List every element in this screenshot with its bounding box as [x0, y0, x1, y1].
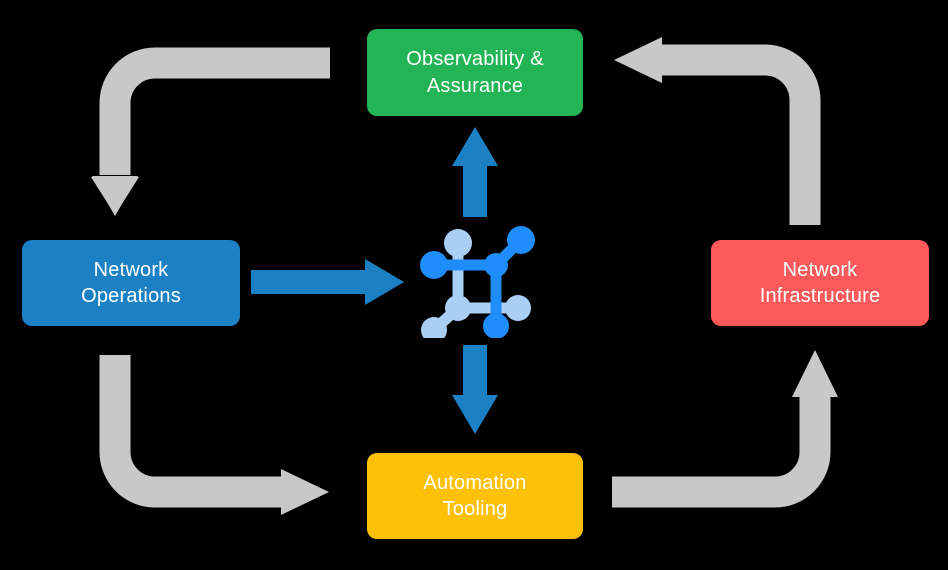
topology-nodes-dark	[420, 226, 535, 338]
connector-center-right	[251, 259, 404, 305]
topology-nodes-light	[421, 229, 531, 338]
node-observability-assurance[interactable]: Observability & Assurance	[367, 29, 583, 116]
node-label: Network Operations	[81, 258, 181, 307]
connector-center-up	[452, 127, 498, 217]
network-topology-icon	[420, 226, 535, 338]
node-label: Automation Tooling	[423, 471, 527, 520]
node-network-infrastructure[interactable]: Network Infrastructure	[711, 240, 929, 326]
connector-loop-bottom-right	[612, 350, 838, 508]
node-label: Network Infrastructure	[759, 258, 881, 307]
connector-loop-bottom-left	[99, 355, 329, 515]
connector-center-down	[452, 345, 498, 434]
node-automation-tooling[interactable]: Automation Tooling	[367, 453, 583, 539]
connector-loop-top-left	[91, 47, 330, 216]
node-label: Observability & Assurance	[406, 48, 544, 97]
node-network-operations[interactable]: Network Operations	[22, 240, 240, 326]
connector-loop-top-right	[614, 37, 821, 225]
